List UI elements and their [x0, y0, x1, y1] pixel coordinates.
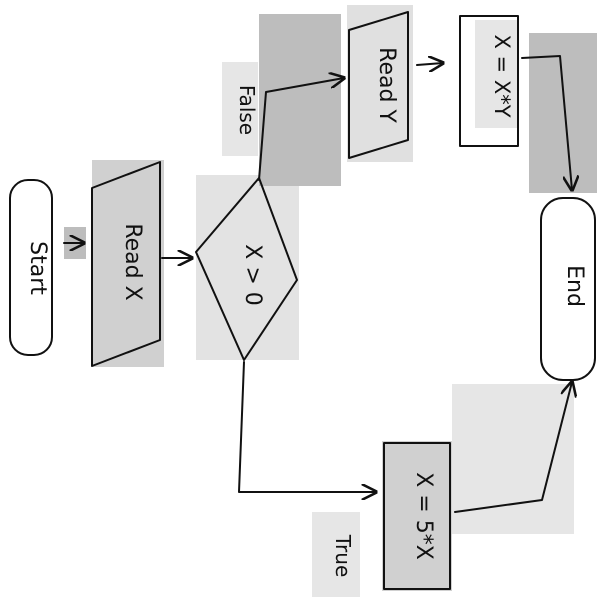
arrow-read-y-to-assign-xy	[416, 63, 443, 65]
assign-5x-label: X = 5*X	[411, 472, 436, 560]
arrow-assign-xy-to-end	[521, 55, 572, 190]
condition-diamond	[195, 177, 298, 361]
true-label-bg	[312, 512, 360, 597]
arrow-assign-5x-to-end	[454, 382, 572, 513]
assign-5x-bg	[382, 441, 452, 591]
read-x-box	[91, 161, 161, 367]
false-label-bg	[222, 62, 258, 156]
read-y-label: Read Y	[374, 47, 399, 123]
arrow-condition-to-read-y	[258, 78, 344, 181]
read-y-bg	[347, 5, 413, 162]
false-label: False	[235, 85, 259, 135]
condition-bg	[196, 175, 299, 360]
arrow-condition-to-assign-5x	[238, 361, 376, 492]
read-y-box	[348, 11, 409, 159]
false-branch-bg	[259, 14, 341, 186]
assign-xy-label: X = X*Y	[490, 34, 514, 117]
assign-xy-bg	[475, 20, 517, 128]
start-terminal	[9, 179, 53, 356]
true-label: True	[331, 534, 355, 577]
true-branch-bg	[452, 384, 574, 534]
assign-5x-box	[383, 442, 451, 590]
start-label: Start	[25, 241, 50, 295]
arrow-to-end-bg	[529, 33, 597, 193]
condition-label: X > 0	[240, 244, 265, 306]
end-label: End	[562, 265, 587, 307]
assign-xy-box	[459, 15, 519, 147]
read-x-bg	[92, 160, 164, 367]
read-x-label: Read X	[120, 223, 145, 300]
